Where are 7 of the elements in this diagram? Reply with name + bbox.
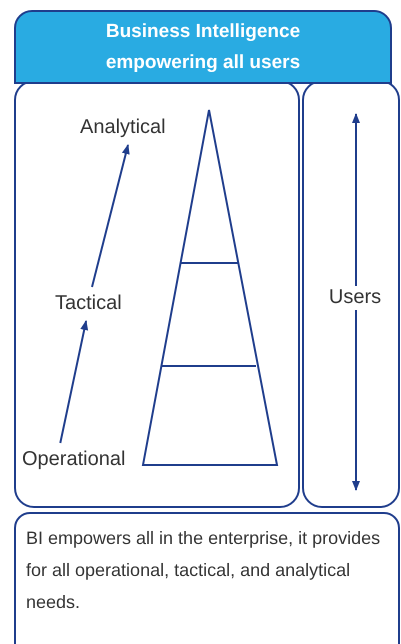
level-label: Tactical [55,291,129,317]
arrow [91,144,130,288]
arrow [59,320,88,444]
level-label: Analytical [80,115,176,141]
description-box: BI empowers all in the enterprise, it provides for all operational, tactical, and analytical needs. [14,512,400,644]
title-banner: Business Intelligence empowering all users [14,10,392,84]
level-label: Operational [22,447,138,473]
